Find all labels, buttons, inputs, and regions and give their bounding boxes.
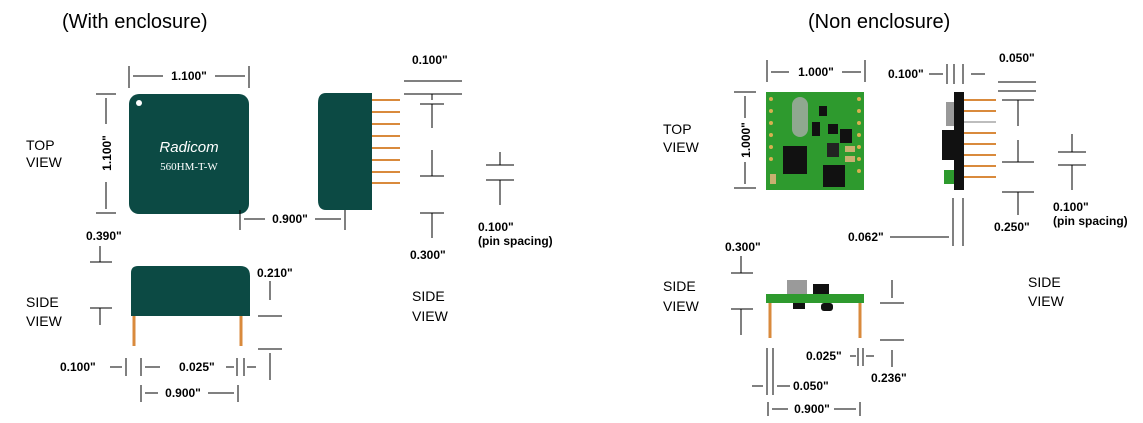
left-top-view-label-1: TOP xyxy=(26,137,55,153)
left-bottom-offset-dim: 0.100" xyxy=(60,360,96,374)
right-top-pin-offset-dim: 0.100" xyxy=(888,67,924,81)
right-pcb-side-horizontal xyxy=(766,280,864,338)
right-pin-length-dim: 0.300" xyxy=(725,240,761,254)
header-non-enclosure: (Non enclosure) xyxy=(808,11,950,33)
right-pin-spacing-note: (pin spacing) xyxy=(1053,214,1128,228)
right-top-view-label-2: VIEW xyxy=(663,139,700,155)
right-top-pin-gap-dim: 0.050" xyxy=(999,51,1035,65)
right-side-view-left-label-2: VIEW xyxy=(663,298,700,314)
right-pin-span-dim: 0.900" xyxy=(794,402,830,416)
left-body-height-dim: 0.210" xyxy=(257,266,293,280)
right-pcb-pads xyxy=(769,97,861,173)
right-pin-height-dim: 0.236" xyxy=(871,371,907,385)
left-pin-length-dim: 0.390" xyxy=(86,229,122,243)
left-side-pins xyxy=(372,99,400,184)
left-pin-offset-dim: 0.100" xyxy=(412,53,448,67)
right-pin-to-end-dim: 0.250" xyxy=(994,220,1030,234)
left-top-view-label-2: VIEW xyxy=(26,154,63,170)
right-pin-spacing-dim: 0.100" xyxy=(1053,200,1089,214)
module-model: 560HM-T-W xyxy=(160,161,218,173)
left-module-side-body xyxy=(318,93,372,210)
right-pcb-side-vertical xyxy=(942,92,996,190)
right-side-view-right-label-2: VIEW xyxy=(1028,293,1065,309)
left-module-top-body xyxy=(129,94,249,214)
right-side-view-right-label-1: SIDE xyxy=(1028,274,1061,290)
right-height-dim: 1.000" xyxy=(739,122,753,158)
right-board-thickness-dim: 0.062" xyxy=(848,230,884,244)
left-module-side-view-body xyxy=(131,266,250,316)
left-width-dim: 1.100" xyxy=(171,69,207,83)
header-with-enclosure: (With enclosure) xyxy=(62,11,208,33)
left-side-view-label-1: SIDE xyxy=(26,294,59,310)
left-pin-span-dim: 0.900" xyxy=(165,386,201,400)
right-pcb-top xyxy=(766,92,864,190)
left-pin-dia-dim: 0.025" xyxy=(179,360,215,374)
left-side-view-label-2: VIEW xyxy=(26,313,63,329)
left-pin-spacing-note: (pin spacing) xyxy=(478,234,553,248)
right-width-dim: 1.000" xyxy=(798,65,834,79)
left-pin-to-end-dim: 0.300" xyxy=(410,248,446,262)
left-height-dim: 1.100" xyxy=(100,135,114,171)
left-side-view-right-label-1: SIDE xyxy=(412,288,445,304)
right-pin-dia-dim: 0.025" xyxy=(806,349,842,363)
pin1-marker-dot xyxy=(136,100,142,106)
right-side-view-left-label-1: SIDE xyxy=(663,278,696,294)
right-top-view-label-1: TOP xyxy=(663,121,692,137)
right-bottom-offset-dim: 0.050" xyxy=(793,379,829,393)
module-brand: Radicom xyxy=(159,139,218,156)
left-pin-spacing-dim: 0.100" xyxy=(478,220,514,234)
left-side-view-right-label-2: VIEW xyxy=(412,308,449,324)
left-depth-dim: 0.900" xyxy=(272,212,308,226)
